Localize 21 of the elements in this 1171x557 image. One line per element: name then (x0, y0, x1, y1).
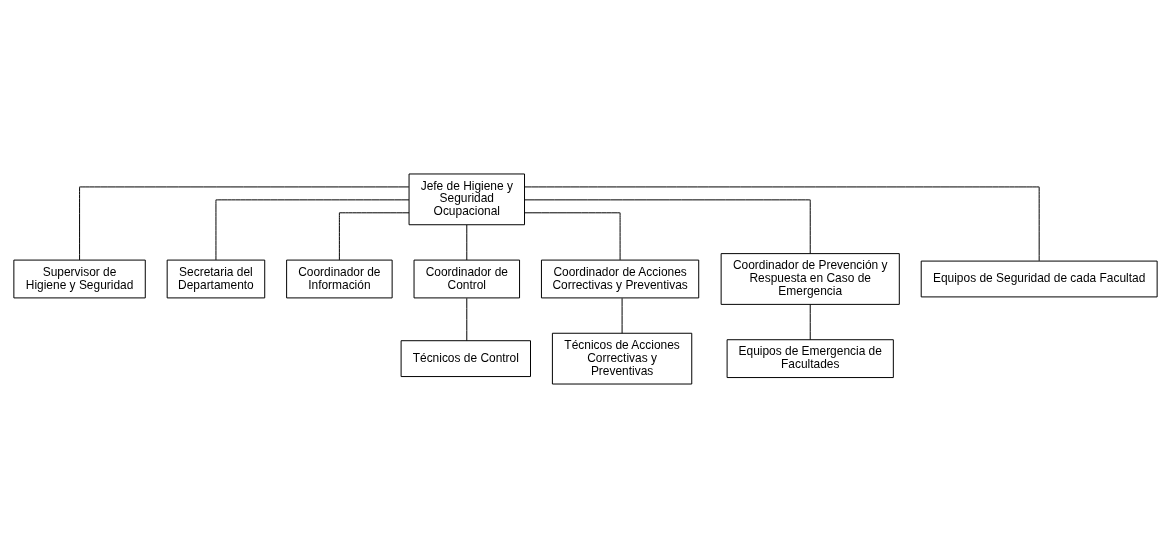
node-box: Secretaria del Departamento (166, 259, 266, 298)
node-box: Coordinador de Prevención y Respuesta en Caso de Emergencia (720, 252, 900, 305)
node-box: Coordinador de Control (413, 259, 521, 298)
node-box: Coordinador de Información (286, 259, 393, 298)
connector (524, 185, 1040, 261)
node-box: Coordinador de Acciones Correctivas y Preventivas (540, 259, 700, 298)
node-box: Técnicos de Control (400, 339, 531, 377)
connector (338, 211, 410, 260)
node-box: Técnicos de Acciones Correctivas y Preventivas (551, 332, 693, 384)
connector (215, 198, 410, 260)
connector (524, 198, 811, 254)
connector (79, 185, 410, 260)
node-box: Jefe de Higiene y Seguridad Ocupacional (408, 173, 526, 225)
connector (809, 303, 811, 340)
node-box: Equipos de Emergencia de Facultades (726, 338, 894, 378)
connector (524, 211, 621, 260)
node-box: Supervisor de Higiene y Seguridad (13, 259, 146, 298)
connector (621, 297, 623, 334)
connector (466, 297, 468, 341)
connector (466, 224, 468, 260)
node-box: Equipos de Seguridad de cada Facultad (920, 260, 1158, 297)
